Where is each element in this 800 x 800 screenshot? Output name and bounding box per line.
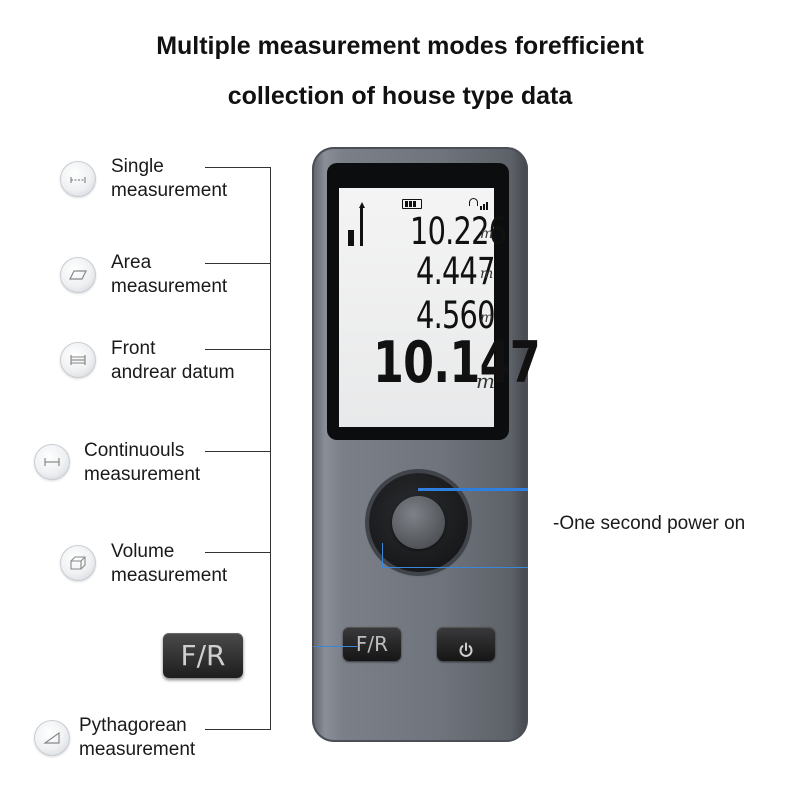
battery-icon <box>402 199 422 209</box>
continuous-measurement-icon <box>34 444 70 480</box>
power-on-annotation: -One second power on <box>553 513 746 534</box>
reading-line-3: 4.560 <box>416 294 496 337</box>
reference-point-icon <box>348 202 365 246</box>
lcd-screen: 10.226 m 4.447 m 4.560 m 10.147 m <box>339 188 541 427</box>
headline-line-1: Multiple measurement modes forefficient <box>156 32 644 60</box>
signal-icon <box>469 198 491 210</box>
pythagorean-measurement-icon <box>34 720 70 756</box>
power-callout-line-bottom <box>382 567 528 568</box>
front-rear-datum-icon <box>60 342 96 378</box>
reading-line-1: 10.226 <box>410 210 507 253</box>
leader-line-area <box>205 263 271 264</box>
main-reading: 10.147 <box>373 330 541 396</box>
power-button[interactable] <box>437 627 495 661</box>
headline-line-2: collection of house type data <box>227 82 573 110</box>
area-measurement-icon <box>60 257 96 293</box>
leader-line-continuous <box>205 451 271 452</box>
volume-measurement-icon <box>60 545 96 581</box>
single-measurement-icon <box>60 161 96 197</box>
leader-line-pythagorean <box>205 729 271 730</box>
measure-button[interactable] <box>392 496 445 549</box>
leader-line-single <box>205 167 271 168</box>
main-unit: m <box>476 369 495 393</box>
power-icon <box>458 636 474 657</box>
fr-button[interactable]: F/R <box>343 627 401 661</box>
unit-line-2: m <box>480 266 494 282</box>
power-callout-line-top <box>418 488 528 491</box>
leader-line-vertical <box>270 167 271 730</box>
unit-line-3: m <box>480 310 494 326</box>
power-callout-line-vertical <box>382 543 383 568</box>
leader-line-volume <box>205 552 271 553</box>
fr-key-illustration: F/R <box>163 633 243 678</box>
fr-callout-line <box>313 646 357 647</box>
leader-line-front-rear <box>205 349 271 350</box>
unit-line-1: m <box>480 226 494 242</box>
reading-line-2: 4.447 <box>416 250 496 293</box>
